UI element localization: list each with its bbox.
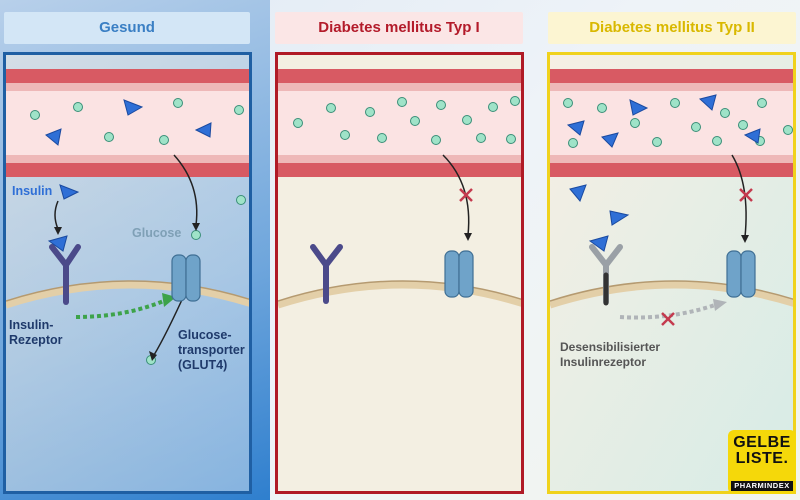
transporter-label-line3: (GLUT4) <box>178 358 228 372</box>
transporter-label-line1: Glucose- <box>178 328 232 342</box>
glucose-group <box>293 96 520 145</box>
glut4-transporter <box>726 250 756 298</box>
receptor-label-line2: Rezeptor <box>9 333 63 347</box>
title-gesund: Gesund <box>4 12 250 44</box>
cell-membrane <box>278 281 521 309</box>
glucose-group <box>30 98 246 365</box>
panel-gesund <box>3 52 252 494</box>
signal-arrow <box>619 303 716 320</box>
transporter-label: Glucose- transporter (GLUT4) <box>178 328 245 373</box>
cross-icon <box>739 188 753 202</box>
glucose-group <box>563 98 793 148</box>
insulin-receptor <box>310 244 343 304</box>
vessel-wall-bottom <box>6 163 249 177</box>
cell-membrane <box>550 281 793 309</box>
panel-typ1 <box>275 52 524 494</box>
title-typ2: Diabetes mellitus Typ II <box>548 12 796 44</box>
panel-typ2-diagram <box>550 55 793 491</box>
cross-icon <box>459 188 473 202</box>
logo-sub: PHARMINDEX <box>731 481 793 491</box>
transporter-label-line2: transporter <box>178 343 245 357</box>
receptor-label-line1: Insulin- <box>9 318 54 332</box>
cell-membrane <box>6 281 249 309</box>
desens-label-line1: Desensibilisierter <box>560 340 661 354</box>
glucose-arrow <box>731 154 747 238</box>
insulin-label: Insulin <box>12 184 53 198</box>
panel-gesund-diagram <box>6 55 249 491</box>
glucose-arrow <box>173 154 198 226</box>
desens-label: Desensibilisierter Insulinrezeptor <box>560 340 660 370</box>
insulin-arrow <box>54 200 59 230</box>
receptor-label: Insulin- Rezeptor <box>9 318 62 348</box>
panel-typ1-diagram <box>278 55 521 491</box>
cross-icon <box>661 312 675 326</box>
panel-typ2 <box>547 52 796 494</box>
title-typ1: Diabetes mellitus Typ I <box>275 12 523 44</box>
insulin-group <box>566 94 761 226</box>
vessel-lumen <box>6 91 249 155</box>
glut4-transporter <box>444 250 474 298</box>
logo-line1: GELBE <box>733 434 791 451</box>
glucose-arrow <box>442 154 470 236</box>
gelbe-liste-logo: GELBE LISTE. PHARMINDEX <box>728 430 796 494</box>
glut4-transporter <box>171 254 201 302</box>
vessel-wall-top <box>6 69 249 83</box>
glucose-label: Glucose <box>132 226 182 240</box>
signal-arrow <box>75 298 167 319</box>
insulin-group <box>45 99 212 200</box>
bound-insulin <box>47 235 68 252</box>
logo-line2: LISTE. <box>735 450 789 467</box>
insulin-receptor <box>49 244 81 305</box>
desens-label-line2: Insulinrezeptor <box>560 355 647 369</box>
